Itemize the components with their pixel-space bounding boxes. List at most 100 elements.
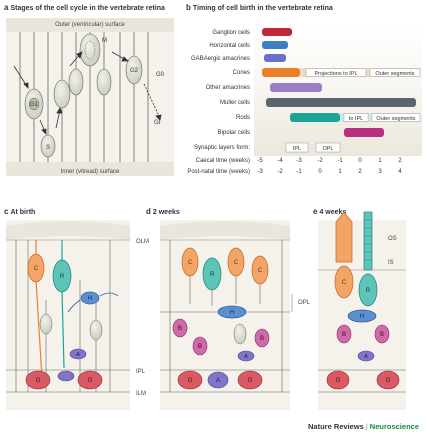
cones-outer-box [369,68,421,77]
svg-text:0: 0 [358,158,362,164]
g2-label: G2 [130,68,139,74]
m-label: M [102,38,107,44]
svg-text:-2: -2 [317,158,323,164]
svg-text:R: R [210,272,215,278]
panel-c-amacrine-cell-2 [57,370,75,382]
svg-text:3: 3 [378,169,382,175]
svg-text:1: 1 [338,169,342,175]
panel-c-background [6,220,130,410]
svg-text:-2: -2 [277,169,283,175]
label-postnatal: Post-natal time (weeks) [187,169,250,175]
panel-d-bipolars: B B B [172,318,270,356]
is-label: IS [388,260,394,266]
footer-credit: Nature Reviews|Neuroscience [308,422,419,431]
panel-e-rod-cell [358,273,378,307]
opl-label: OPL [298,300,311,306]
panel-d-amacrine [237,350,255,362]
panel-c-rod-letter: R [60,274,65,280]
panel-c-cone-letter: C [34,266,39,272]
panel-c-rod-process [61,240,65,369]
panel-e-amacrine [357,350,375,362]
rods-ipl-box [343,113,369,122]
postnatal-ticks: -3 -2 -1 0 1 2 3 4 [257,169,402,175]
ipl-box-label: IPL [293,146,301,152]
footer-journal: Neuroscience [369,422,419,431]
olm-label: OLM [136,239,149,245]
g1-nucleus [28,97,40,111]
panel-d-horizontal-cell [217,305,247,319]
panel-c-top-fade [6,221,130,240]
rods-ipl-label: to IPL [349,116,363,122]
svg-text:-1: -1 [296,169,302,175]
s-label: S [46,145,50,151]
svg-text:H: H [360,314,364,320]
panel-c-rod-cell [52,259,72,293]
svg-text:1: 1 [378,158,382,164]
svg-text:-5: -5 [257,158,263,164]
label-other-amacrines: Other amacrines [206,85,250,91]
svg-text:G: G [248,378,253,384]
label-synaptic: Synaptic layers form: [194,145,250,151]
panel-a-diagram: Outer (ventricular) surface Inner (vitre… [6,18,174,176]
svg-text:G: G [36,378,41,384]
label-bipolar: Bipolar cells [218,130,250,136]
footer-brand: Nature Reviews [307,422,364,431]
svg-text:C: C [258,268,263,274]
svg-text:C: C [342,280,347,286]
panel-c-horizontal-cell [80,291,100,305]
bar-cones [262,68,300,77]
svg-text:A: A [216,378,220,384]
panel-c-progenitor-2 [89,319,103,341]
label-horizontal: Horizontal cells [209,43,250,49]
panel-c-amacrine-letter: A [76,352,80,358]
panel-e-bipolar-1 [336,324,352,344]
svg-text:-3: -3 [296,158,302,164]
panel-a-outer-band [6,18,174,32]
outer-surface-label: Outer (ventricular) surface [55,22,125,28]
bar-gabaergic [264,54,286,62]
cell-type-labels: Ganglion cells Horizontal cells GABAergi… [187,30,250,175]
g2-cell-right [96,68,112,96]
bar-rods [290,113,340,122]
svg-text:C: C [234,260,239,266]
opl-box [315,142,341,153]
m-phase-cell [79,33,101,67]
panel-e-ganglion-row: G G [326,370,400,390]
panel-d-photoreceptors: C R C C [181,247,269,306]
svg-text:R: R [366,288,371,294]
label-ganglion: Ganglion cells [212,30,250,36]
svg-text:-3: -3 [257,169,263,175]
panel-c-cone-cell [27,253,45,283]
panel-e-cone-cell [334,265,354,299]
ipl-box [285,142,309,153]
bar-muller [266,98,416,107]
svg-text:2: 2 [398,158,402,164]
svg-text:2: 2 [358,169,362,175]
label-caecal: Caecal time (weeks) [196,158,250,164]
ilm-label: ILM [136,391,146,397]
svg-text:B: B [260,336,264,342]
svg-text:B: B [380,332,384,338]
bar-other-amacrines [270,83,322,92]
s-phase-cell [40,134,56,158]
panel-e-bipolar-2 [374,324,390,344]
svg-text:-1: -1 [337,158,343,164]
g2-cell-left [68,68,84,96]
g2-cell [125,55,143,85]
svg-text:G: G [386,378,391,384]
panel-c-diagram: C R H A G G OLM IPL ILM [6,220,149,410]
os-label: OS [388,236,397,242]
svg-text:-4: -4 [277,158,283,164]
svg-text:0: 0 [318,169,322,175]
svg-text:G: G [336,378,341,384]
panel-d-ganglion-row: G A G [177,370,263,390]
g0-label: G0 [156,72,165,78]
cones-projection-box [305,68,367,77]
label-rods: Rods [236,115,250,121]
